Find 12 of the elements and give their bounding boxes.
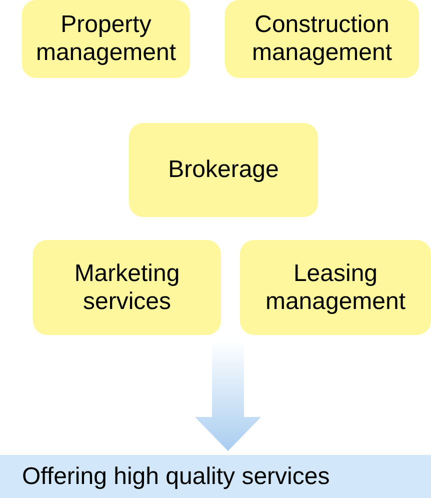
node-label: Leasing management	[264, 260, 407, 316]
node-label: Construction management	[250, 11, 394, 67]
result-band	[0, 455, 431, 498]
service-box	[33, 240, 221, 335]
service-box	[225, 0, 419, 78]
node-label: Offering high quality services	[22, 462, 330, 490]
service-box	[129, 123, 318, 217]
service-box	[240, 240, 431, 335]
node-label: Marketing services	[73, 260, 181, 316]
service-box	[22, 0, 190, 78]
node-label: Property management	[34, 11, 178, 67]
node-label: Brokerage	[168, 156, 279, 184]
